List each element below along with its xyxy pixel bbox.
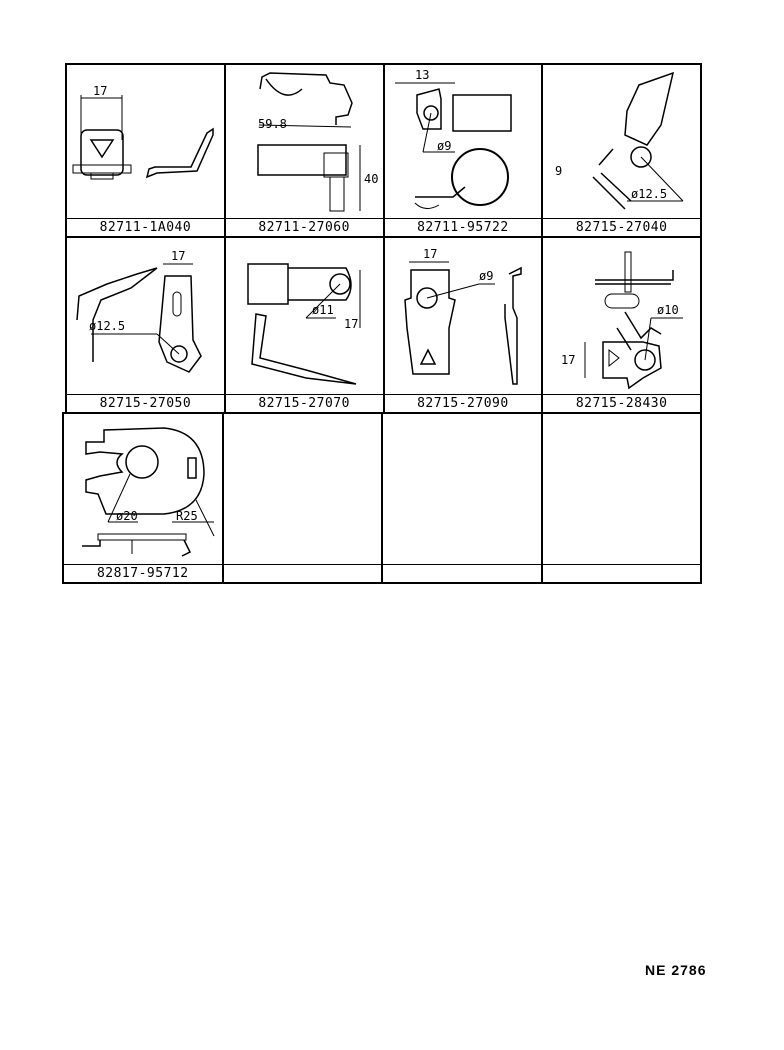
svg-text:R25: R25 (176, 509, 198, 523)
part-number-label: 82715-27070 (258, 396, 350, 411)
empty-illustration (223, 414, 381, 565)
part-illustration-bracket: 17 ø12.5 (67, 238, 224, 395)
svg-text:ø9: ø9 (437, 139, 451, 153)
part-illustration-clip: 17 (67, 65, 224, 219)
svg-text:40: 40 (364, 172, 378, 186)
grid-row-3: ø20 R25 82817-95712 (62, 412, 702, 584)
svg-text:ø12.5: ø12.5 (631, 187, 667, 201)
holder-drawing-icon: 59.8 40 (257, 72, 378, 212)
part-illustration-bracket: ø10 17 (543, 238, 700, 395)
part-cell[interactable]: 13 ø9 82711-95722 (384, 63, 544, 236)
empty-cell (542, 412, 702, 584)
svg-text:17: 17 (171, 249, 185, 263)
part-number-label: 82711-1A040 (99, 220, 192, 235)
clip-drawing-icon: 17 (72, 84, 214, 180)
part-illustration-holder: 59.8 40 (225, 65, 383, 219)
svg-text:ø12.5: ø12.5 (89, 319, 125, 333)
svg-text:ø10: ø10 (657, 303, 679, 317)
part-number-label: 82715-27040 (575, 220, 668, 235)
empty-illustration (542, 414, 700, 565)
part-cell[interactable]: ø12.5 9 82715-27040 (543, 63, 702, 236)
part-cell[interactable]: ø11 17 82715-27070 (225, 236, 385, 412)
svg-text:ø9: ø9 (479, 269, 493, 283)
part-illustration-clip: ø11 17 (225, 238, 383, 395)
part-illustration-clip: 17 ø9 (384, 238, 542, 395)
bracket-drawing-icon: ø10 17 (561, 251, 684, 390)
part-number-label: 82715-28430 (575, 396, 668, 411)
part-cell[interactable]: 17 82711-1A040 (67, 63, 226, 236)
part-illustration-grommet: ø20 R25 (64, 414, 222, 565)
diagram-code: NE 2786 (645, 962, 707, 978)
part-number-label: 82715-27090 (417, 396, 509, 411)
part-cell[interactable]: ø10 17 82715-28430 (543, 236, 702, 412)
clamp-drawing-icon: 13 ø9 (394, 68, 512, 209)
part-number-label: 82711-27060 (258, 220, 350, 235)
empty-illustration (383, 414, 541, 565)
grid-row-1: 17 82711-1A040 59.8 (65, 63, 702, 236)
svg-text:59.8: 59.8 (258, 117, 287, 131)
clip-drawing-icon: ø11 17 (247, 263, 361, 385)
part-number-label: 82715-27050 (99, 396, 192, 411)
svg-text:17: 17 (561, 353, 575, 367)
part-number-label (383, 565, 541, 582)
svg-text:ø20: ø20 (116, 509, 138, 523)
part-number-label: 82711-95722 (417, 220, 509, 235)
clip-drawing-icon: 17 ø9 (403, 247, 522, 385)
svg-text:17: 17 (423, 247, 437, 261)
part-cell[interactable]: 17 ø12.5 82715-27050 (67, 236, 226, 412)
parts-grid: 17 82711-1A040 59.8 (62, 63, 702, 584)
part-number-label (224, 565, 382, 582)
svg-text:17: 17 (344, 317, 358, 331)
svg-text:9: 9 (555, 164, 562, 178)
part-cell[interactable]: ø20 R25 82817-95712 (64, 412, 224, 584)
part-illustration-clamp: 13 ø9 (384, 65, 542, 219)
svg-text:ø11: ø11 (312, 303, 334, 317)
bracket-drawing-icon: ø12.5 9 (555, 71, 684, 210)
part-number-label: 82817-95712 (96, 566, 189, 581)
empty-cell (223, 412, 383, 584)
grid-row-2: 17 ø12.5 82715-27050 (65, 236, 702, 412)
part-cell[interactable]: 17 ø9 82715-27090 (384, 236, 544, 412)
empty-cell (383, 412, 543, 584)
part-cell[interactable]: 59.8 40 82711-27060 (225, 63, 385, 236)
svg-text:17: 17 (93, 84, 107, 98)
part-number-label (543, 565, 701, 582)
grommet-drawing-icon: ø20 R25 (82, 427, 215, 557)
bracket-drawing-icon: 17 ø12.5 (76, 249, 202, 373)
svg-text:13: 13 (415, 68, 429, 82)
part-illustration-bracket: ø12.5 9 (543, 65, 700, 219)
